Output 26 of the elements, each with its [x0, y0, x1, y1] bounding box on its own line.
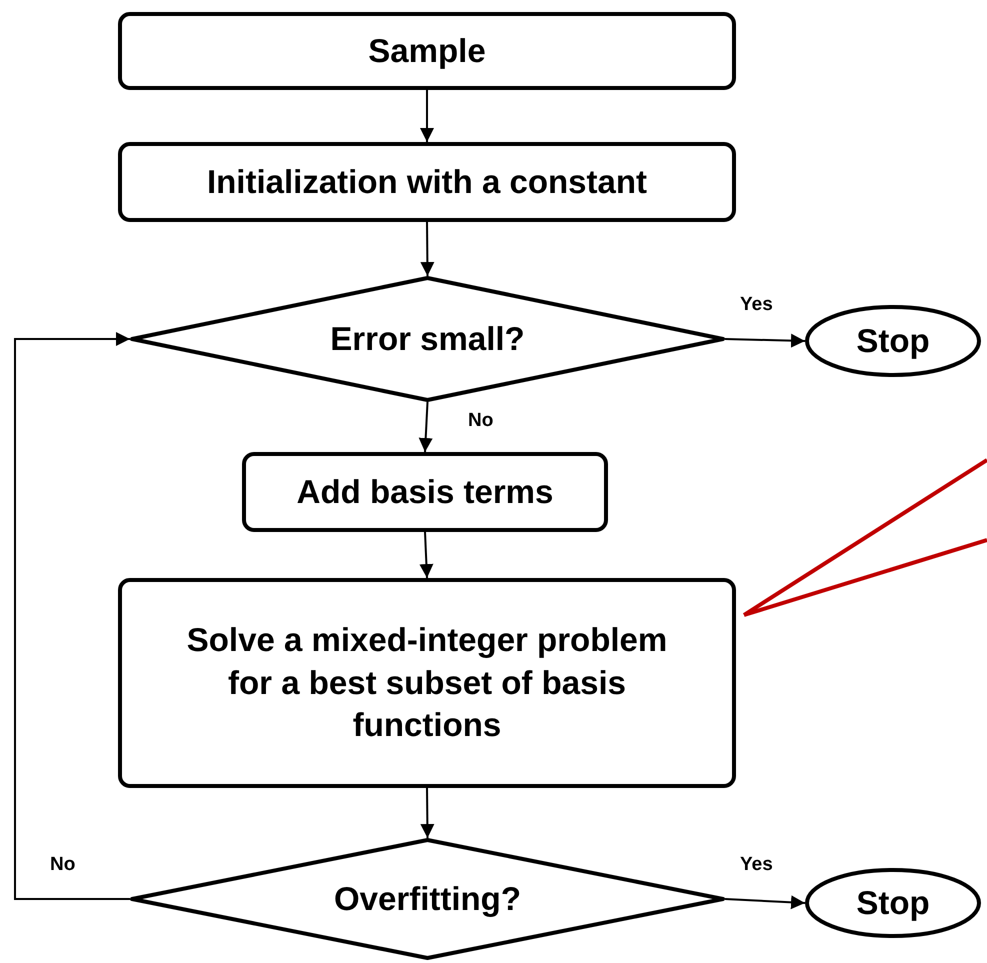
arrow: [420, 222, 434, 276]
node-label: Overfitting?: [334, 878, 521, 919]
process-box: [242, 452, 608, 532]
terminal-ellipse: [805, 305, 981, 377]
node-label: Solve a mixed-integer problem for a best subset of basis functions: [186, 620, 668, 746]
node-label: Add basis terms: [296, 472, 554, 512]
decision-diamond: [130, 838, 725, 960]
node-label: Initialization with a constant: [206, 162, 648, 202]
process-box: [118, 578, 736, 788]
arrow: [420, 788, 434, 838]
callout-line: [743, 538, 987, 617]
arrow: [724, 895, 806, 910]
terminal-ellipse: [805, 868, 981, 938]
arrow: [420, 90, 434, 142]
decision-diamond: [130, 276, 725, 402]
node-label: Stop: [856, 882, 930, 923]
arrow: [419, 532, 434, 578]
node-label: Sample: [368, 30, 486, 71]
arrow: [14, 332, 130, 900]
node-label: Error small?: [330, 318, 525, 359]
process-box: [118, 142, 736, 222]
arrow: [418, 402, 433, 452]
callout-line: [742, 458, 987, 617]
arrow: [724, 334, 806, 348]
node-label: Stop: [856, 320, 930, 361]
process-box: [118, 12, 736, 90]
